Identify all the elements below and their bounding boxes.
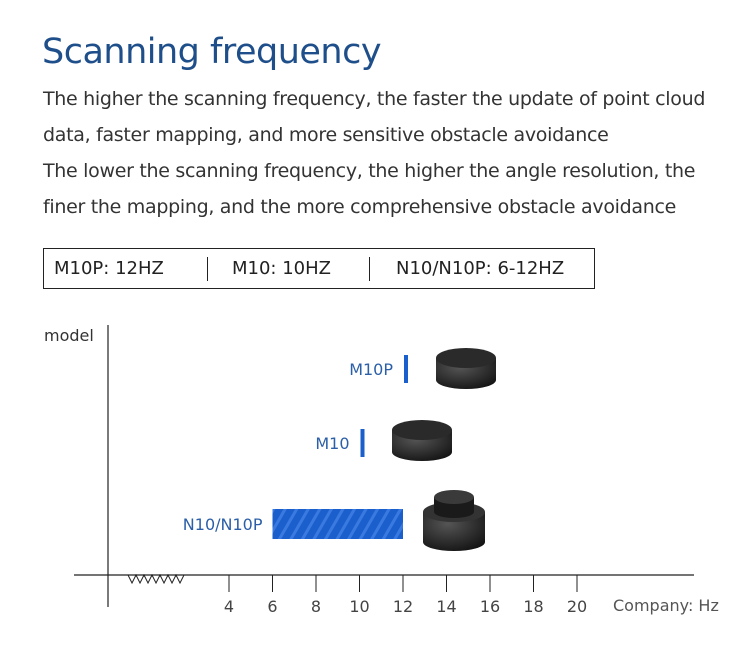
description-line: The lower the scanning frequency, the hi… <box>43 160 696 182</box>
divider <box>369 257 370 281</box>
description-line: The higher the scanning frequency, the f… <box>43 88 706 110</box>
page-title: Scanning frequency <box>42 32 382 72</box>
divider <box>207 257 208 281</box>
y-axis-label: model <box>44 326 94 345</box>
device-m10-image <box>392 420 452 461</box>
spec-box: M10P: 12HZ M10: 10HZ N10/N10P: 6-12HZ <box>43 248 595 289</box>
description-line: data, faster mapping, and more sensitive… <box>43 124 609 146</box>
x-axis-label: Company: Hz <box>613 596 719 615</box>
device-m10p-image <box>436 348 496 389</box>
bar-n10-n10p <box>272 509 403 539</box>
series-label: M10 <box>315 434 349 453</box>
series-label: M10P <box>349 360 393 379</box>
x-tick-label: 14 <box>436 597 456 616</box>
bar-m10p <box>404 355 408 383</box>
x-tick-label: 10 <box>349 597 369 616</box>
axis-break-icon <box>127 573 187 585</box>
x-tick-label: 20 <box>567 597 587 616</box>
x-tick-label: 8 <box>311 597 321 616</box>
x-tick-label: 18 <box>523 597 543 616</box>
series-label: N10/N10P <box>183 515 263 534</box>
x-tick-label: 16 <box>480 597 500 616</box>
spec-m10: M10: 10HZ <box>232 258 331 279</box>
device-n10-image <box>423 490 485 551</box>
bar-m10 <box>360 429 365 457</box>
x-tick-label: 6 <box>267 597 277 616</box>
spec-n10: N10/N10P: 6-12HZ <box>396 258 565 279</box>
spec-m10p: M10P: 12HZ <box>54 258 164 279</box>
description-line: finer the mapping, and the more comprehe… <box>43 196 677 218</box>
x-tick-label: 4 <box>224 597 234 616</box>
x-tick-label: 12 <box>393 597 413 616</box>
